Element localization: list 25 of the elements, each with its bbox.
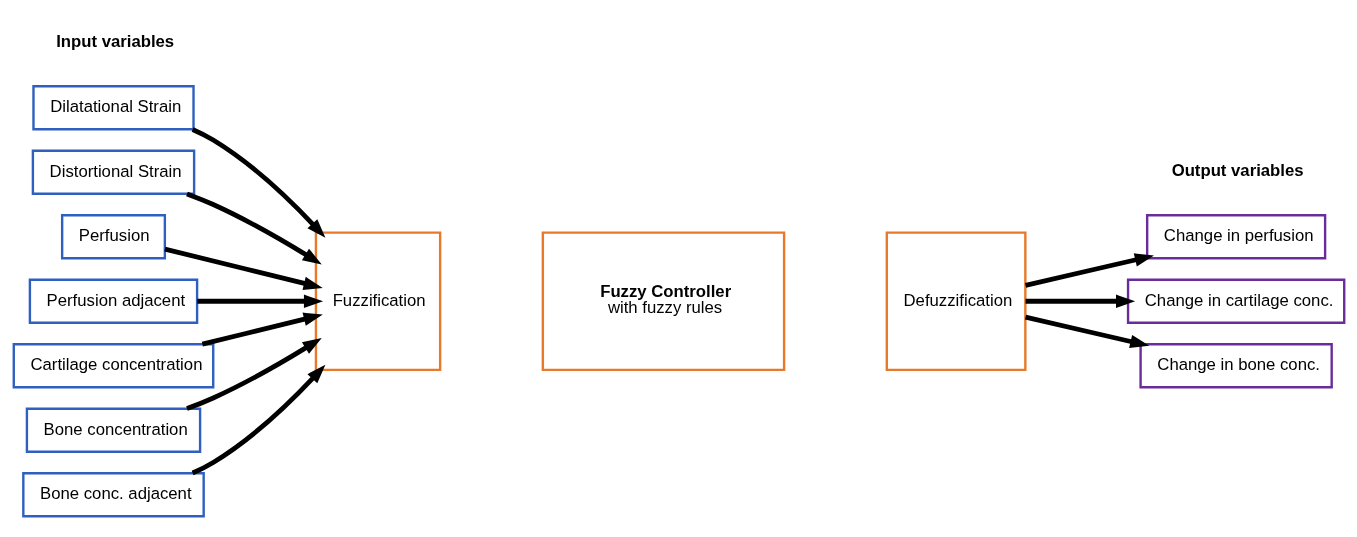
- node-box: Defuzzification: [885, 230, 1027, 371]
- label: Input variables: [55, 31, 174, 50]
- arrow: [1025, 294, 1135, 308]
- arrow: [185, 191, 322, 265]
- arrow: [185, 337, 322, 411]
- node-box: Dilatational Strain: [31, 84, 195, 130]
- node-box: Change in cartilage conc.: [1126, 278, 1345, 324]
- node-box: Change in perfusion: [1145, 213, 1326, 259]
- node-box: Perfusion: [60, 213, 166, 259]
- arrow: [191, 126, 325, 238]
- node-box: Bone conc. adjacent: [21, 471, 205, 517]
- arrow: [1024, 252, 1154, 288]
- arrow: [196, 294, 323, 308]
- node-box: Distortional Strain: [31, 149, 195, 195]
- arrow: [191, 364, 325, 475]
- arrow: [201, 312, 323, 346]
- arrow: [1024, 314, 1149, 348]
- node-box: Fuzzification: [314, 230, 441, 371]
- node-box: Bone concentration: [25, 407, 201, 453]
- node-box: Cartilage concentration: [12, 342, 214, 388]
- node-box: Perfusion adjacent: [28, 278, 198, 324]
- node-box: Change in bone conc.: [1138, 342, 1333, 388]
- arrow: [163, 246, 323, 290]
- node-box: Fuzzy Controller with fuzzy rules: [541, 230, 785, 371]
- label: Output variables: [1171, 159, 1304, 179]
